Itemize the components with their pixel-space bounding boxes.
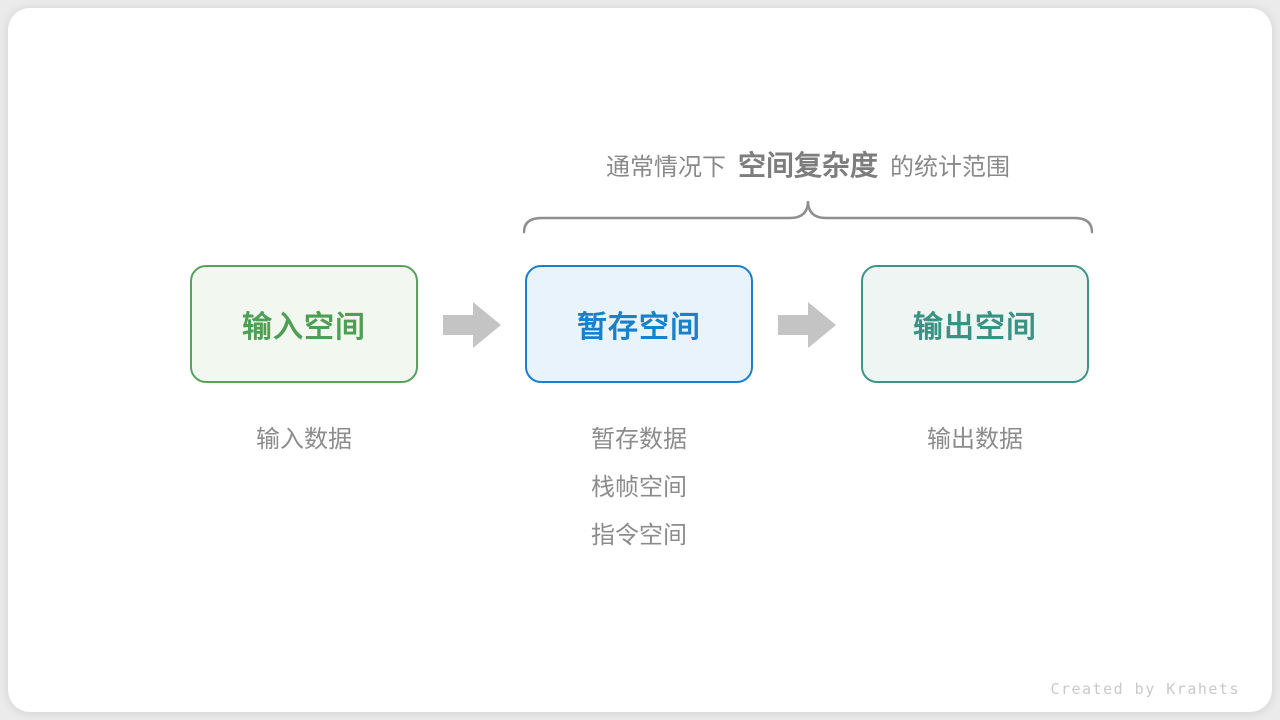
box-temporary-space-label: 暂存空间 [577, 311, 701, 344]
annotation-suffix: 的统计范围 [890, 154, 1010, 181]
annotation-prefix: 通常情况下 [605, 154, 726, 181]
sublabel-output-data: 输出数据 [927, 426, 1023, 453]
right-arrow-icon [778, 302, 836, 348]
box-output-space: 输出空间 [861, 265, 1089, 383]
sublabel-instruction-space: 指令空间 [591, 522, 687, 549]
sublabels-input: 输入数据 [190, 416, 418, 464]
sublabel-stack-frame-space: 栈帧空间 [591, 474, 687, 501]
scope-annotation: 通常情况下空间复杂度的统计范围 [523, 148, 1093, 186]
annotation-highlight: 空间复杂度 [737, 150, 878, 181]
sublabel-temp-data: 暂存数据 [591, 426, 687, 453]
right-arrow-icon [443, 302, 501, 348]
box-temporary-space: 暂存空间 [525, 265, 753, 383]
credit-text: Created by Krahets [1050, 680, 1240, 698]
brace-icon [523, 200, 1093, 234]
box-input-space: 输入空间 [190, 265, 418, 383]
box-input-space-label: 输入空间 [242, 311, 366, 344]
box-output-space-label: 输出空间 [913, 311, 1037, 344]
sublabels-temporary: 暂存数据 栈帧空间 指令空间 [525, 416, 753, 560]
sublabels-output: 输出数据 [861, 416, 1089, 464]
sublabel-input-data: 输入数据 [256, 426, 352, 453]
